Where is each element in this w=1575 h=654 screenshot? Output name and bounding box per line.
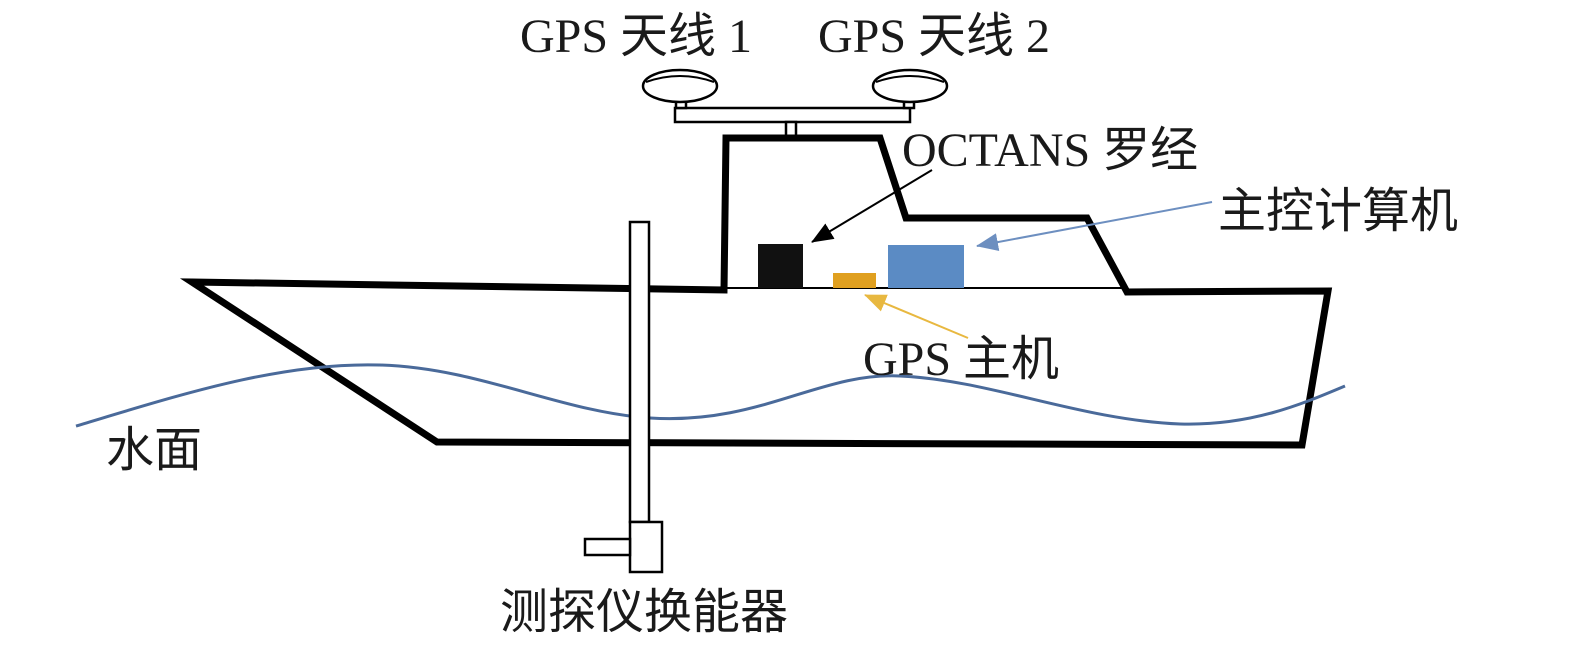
gps-host-arrow — [864, 294, 969, 339]
gps-antenna-1-dish-icon — [641, 68, 719, 104]
octans-compass-box — [758, 244, 803, 288]
sounder-transducer — [583, 220, 664, 574]
octans-compass-label: OCTANS 罗经 — [902, 124, 1198, 177]
gps-host-box — [833, 273, 876, 288]
boat-hull-outline — [179, 134, 1333, 449]
gps-antenna-2-label: GPS 天线 2 — [818, 10, 1050, 63]
gps-antenna-1-label: GPS 天线 1 — [520, 10, 752, 63]
gps-antenna-mount — [673, 94, 916, 138]
main-computer-box — [888, 245, 964, 288]
sounder-transducer-label: 测探仪换能器 — [500, 586, 788, 639]
water-surface-line — [75, 363, 1346, 428]
main-computer-arrow — [976, 201, 1213, 251]
water-surface-label: 水面 — [106, 424, 202, 477]
gps-host-label: GPS 主机 — [863, 333, 1059, 386]
gps-antenna-2-dish-icon — [871, 68, 949, 104]
octans-arrow — [811, 169, 933, 243]
main-computer-label: 主控计算机 — [1218, 185, 1458, 238]
